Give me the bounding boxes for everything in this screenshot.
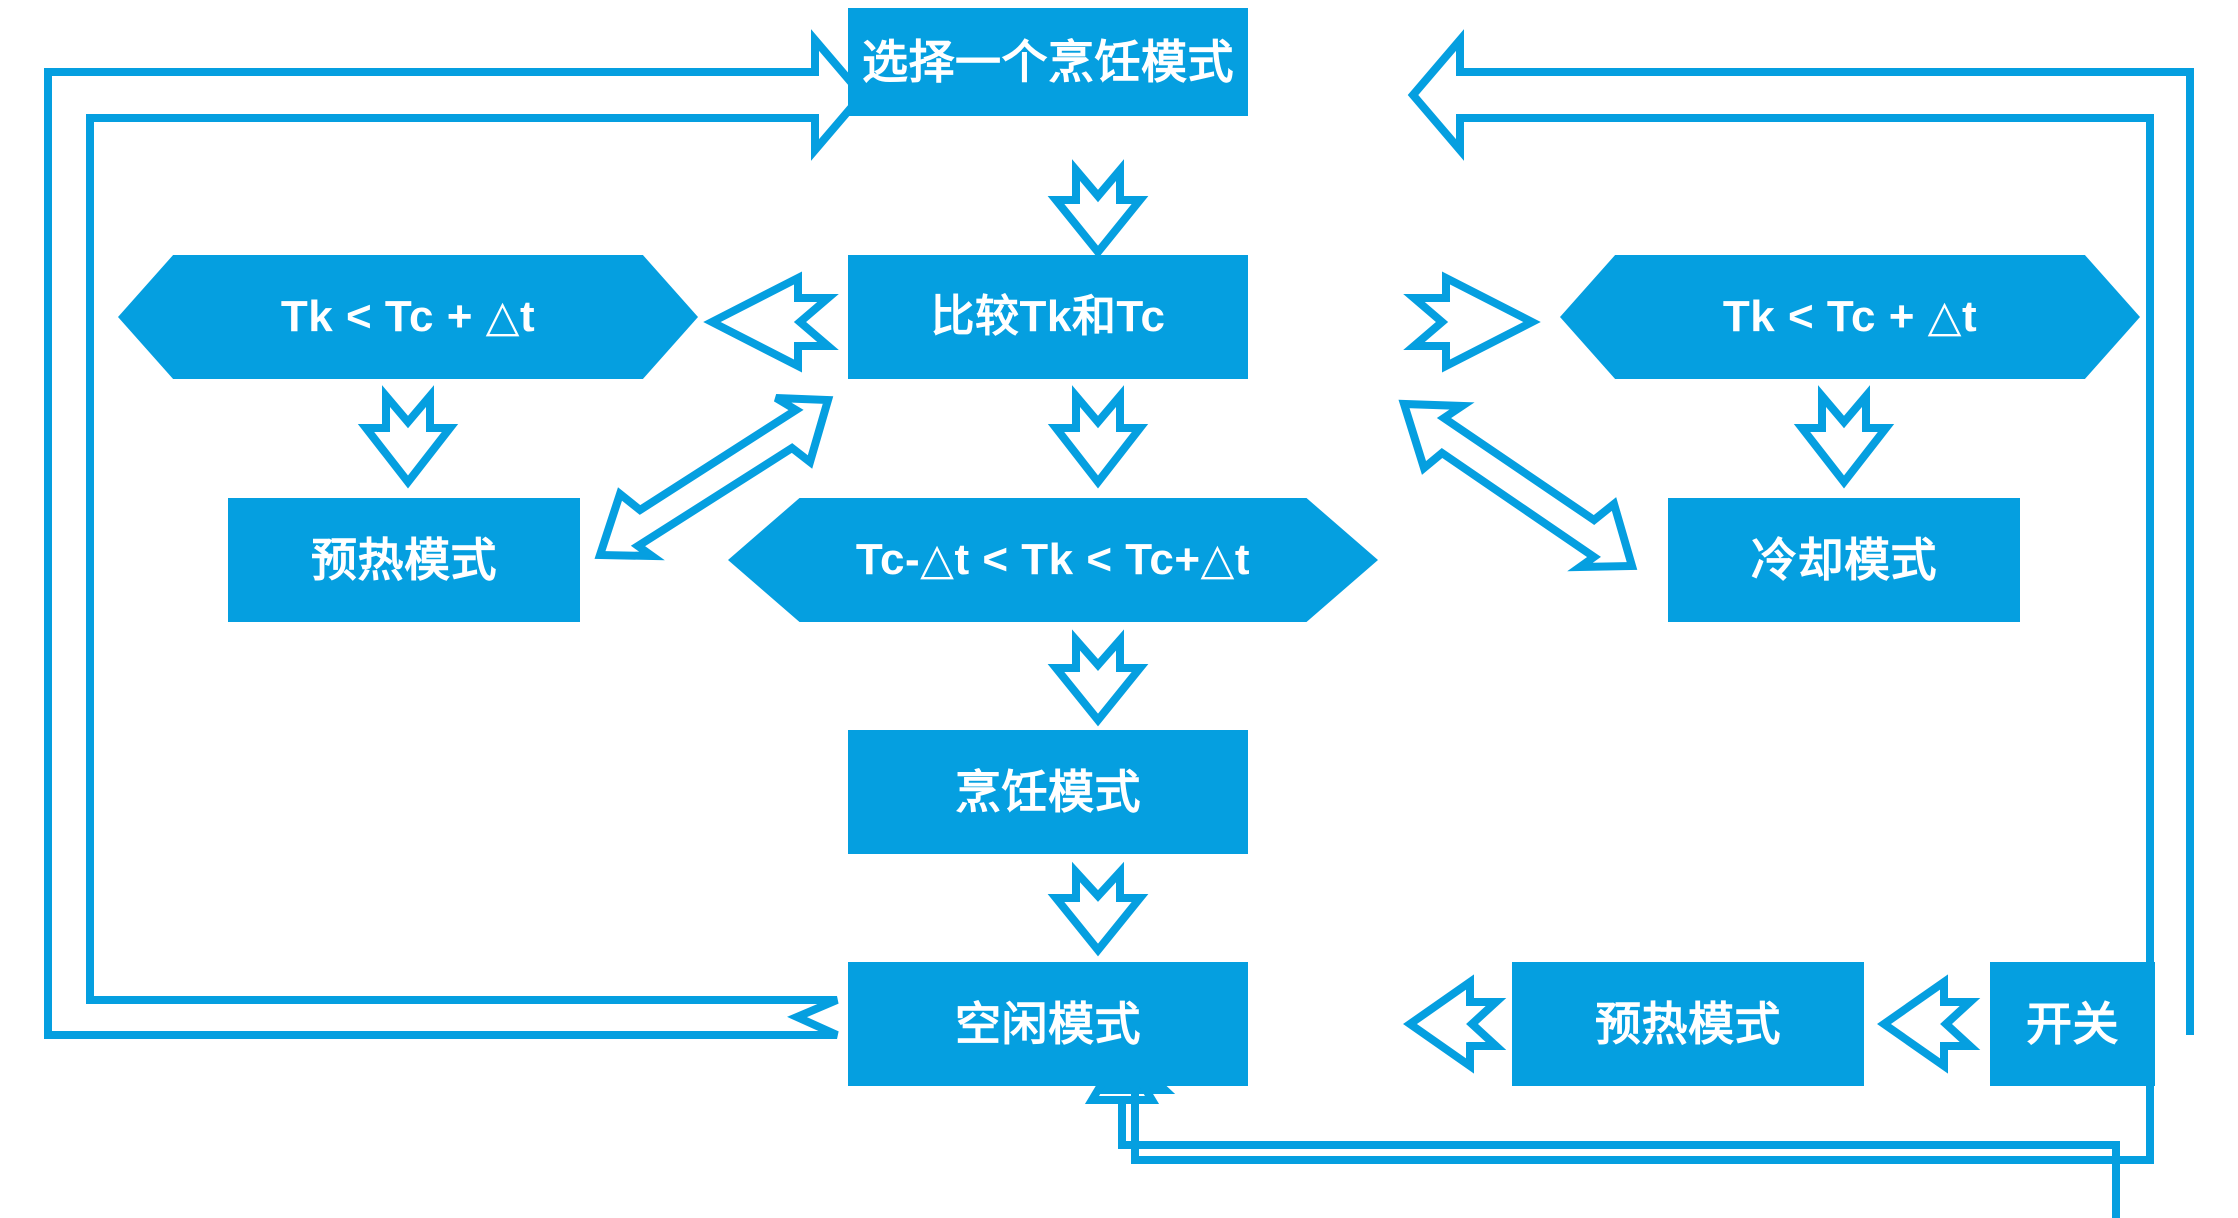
node-select-cooking-mode[interactable]: 选择一个烹饪模式 xyxy=(848,8,1248,116)
node-cooking-mode[interactable]: 烹饪模式 xyxy=(848,730,1248,854)
arrow-condition-right-to-cooling xyxy=(1793,385,1895,489)
arrow-cooking-to-idle xyxy=(1047,861,1149,957)
arrow-condition-middle-to-cooking xyxy=(1047,629,1149,727)
node-condition-middle[interactable]: Tc-△t < Tk < Tc+△t xyxy=(728,498,1378,622)
arrow-compare-to-condition-left xyxy=(703,271,839,373)
node-condition-right[interactable]: Tk < Tc + △t xyxy=(1560,255,2140,379)
arrow-cooling-right-to-compare-diagonal xyxy=(1398,399,1638,572)
node-switch[interactable]: 开关 xyxy=(1990,962,2155,1086)
arrow-preheat-bottom-to-idle xyxy=(1403,974,1507,1074)
node-label: 比较Tk和Tc xyxy=(930,291,1166,341)
node-label: Tk < Tc + △t xyxy=(280,291,536,341)
node-label: 开关 xyxy=(2026,997,2119,1050)
node-condition-left[interactable]: Tk < Tc + △t xyxy=(118,255,698,379)
node-preheat-mode-bottom[interactable]: 预热模式 xyxy=(1512,962,1864,1086)
arrow-condition-left-to-preheat xyxy=(357,385,459,489)
node-label: 空闲模式 xyxy=(955,997,1141,1050)
arrow-select-to-compare xyxy=(1047,159,1149,259)
node-compare-tk-tc[interactable]: 比较Tk和Tc xyxy=(848,255,1248,379)
arrow-switch-to-preheat-bottom xyxy=(1877,974,1981,1074)
node-idle-mode[interactable]: 空闲模式 xyxy=(848,962,1248,1086)
node-label: Tc-△t < Tk < Tc+△t xyxy=(855,534,1251,584)
node-label: 选择一个烹饪模式 xyxy=(862,35,1234,88)
node-label: 预热模式 xyxy=(311,533,497,586)
node-label: Tk < Tc + △t xyxy=(1722,291,1978,341)
node-preheat-mode-left[interactable]: 预热模式 xyxy=(228,498,580,622)
arrow-compare-to-condition-middle xyxy=(1047,385,1149,489)
node-label: 烹饪模式 xyxy=(955,765,1141,818)
node-label: 预热模式 xyxy=(1595,997,1781,1050)
node-cooling-mode-right[interactable]: 冷却模式 xyxy=(1668,498,2020,622)
node-label: 冷却模式 xyxy=(1751,533,1937,586)
arrow-compare-to-condition-right xyxy=(1403,271,1541,373)
